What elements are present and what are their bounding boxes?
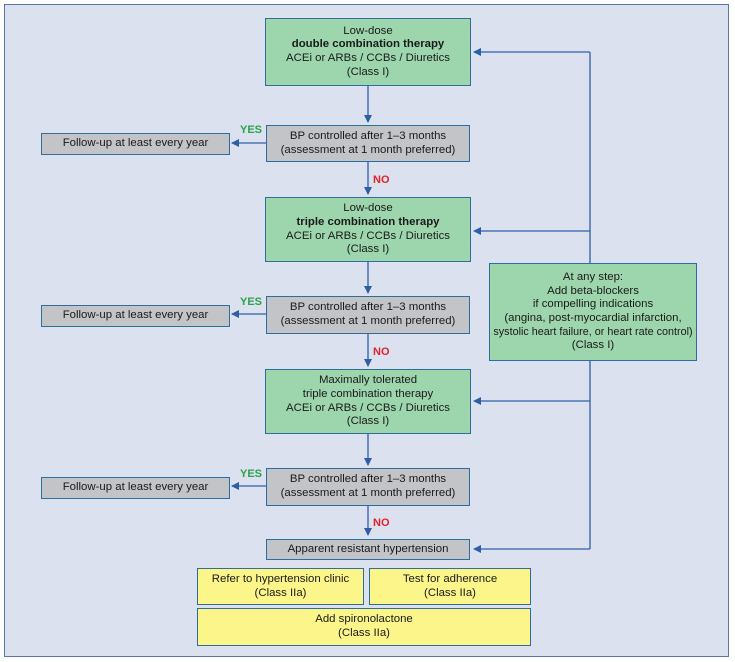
check3-line2: (assessment at 1 month preferred)	[280, 487, 456, 499]
step1-line3: ACEi or ARBs / CCBs / Diuretics	[286, 52, 450, 64]
check1-line2: (assessment at 1 month preferred)	[280, 143, 456, 156]
bp-check-1: BP controlled after 1–3 months (assessme…	[266, 125, 470, 162]
yes-label-1: YES	[240, 124, 263, 136]
adherence-line1: Test for adherence	[402, 572, 498, 585]
spironolactone-line2: (Class IIa)	[338, 627, 390, 639]
resistant-hypertension-box: Apparent resistant hypertension	[266, 539, 470, 560]
step1-line4: (Class I)	[346, 65, 390, 78]
spironolactone-line1: Add spironolactone	[315, 613, 413, 626]
step3-line3: ACEi or ARBs / CCBs / Diuretics	[286, 401, 450, 414]
followup1-text: Follow-up at least every year	[62, 137, 209, 150]
therapy-step-1: Low-dose double combination therapy ACEi…	[265, 18, 471, 86]
check3-line1: BP controlled after 1–3 months	[289, 473, 447, 486]
refer-line1: Refer to hypertension clinic	[211, 572, 350, 585]
followup2-text: Follow-up at least every year	[62, 309, 209, 322]
refer-line2: (Class IIa)	[254, 586, 307, 599]
check1-line1: BP controlled after 1–3 months	[289, 129, 447, 142]
beta-line4: (angina, post-myocardial infarction,	[504, 312, 682, 324]
beta-line3: if compelling indications	[532, 298, 654, 311]
step3-line2: triple combination therapy	[302, 387, 434, 400]
therapy-step-2: Low-dose triple combination therapy ACEi…	[265, 197, 471, 262]
step3-line1: Maximally tolerated	[318, 374, 418, 387]
beta-blocker-box: At any step: Add beta-blockers if compel…	[489, 263, 697, 361]
bp-check-2: BP controlled after 1–3 months (assessme…	[266, 296, 470, 334]
step2-line2: triple combination therapy	[296, 215, 440, 228]
adherence-line2: (Class IIa)	[424, 586, 476, 599]
bp-check-3: BP controlled after 1–3 months (assessme…	[266, 468, 470, 506]
adherence-box: Test for adherence (Class IIa)	[369, 568, 531, 605]
step1-line2: double combination therapy	[291, 38, 445, 51]
step1-line1: Low-dose	[343, 24, 393, 37]
followup3-text: Follow-up at least every year	[62, 481, 209, 494]
beta-line5: systolic heart failure, or heart rate co…	[493, 325, 693, 338]
step2-line4: (Class I)	[346, 243, 390, 256]
followup-1: Follow-up at least every year	[41, 133, 230, 155]
beta-line1: At any step:	[562, 271, 624, 284]
yes-label-2: YES	[240, 296, 263, 308]
refer-clinic-box: Refer to hypertension clinic (Class IIa)	[197, 568, 364, 605]
therapy-step-3: Maximally tolerated triple combination t…	[265, 369, 471, 434]
step3-line4: (Class I)	[346, 415, 390, 428]
step2-line1: Low-dose	[343, 202, 393, 215]
check2-line2: (assessment at 1 month preferred)	[280, 315, 456, 327]
yes-label-3: YES	[240, 468, 263, 480]
check2-line1: BP controlled after 1–3 months	[289, 301, 447, 314]
no-label-2: NO	[373, 346, 390, 358]
followup-3: Follow-up at least every year	[41, 477, 230, 499]
no-label-3: NO	[373, 517, 390, 529]
beta-line2: Add beta-blockers	[547, 284, 639, 297]
followup-2: Follow-up at least every year	[41, 305, 230, 327]
resistant-text: Apparent resistant hypertension	[287, 542, 449, 555]
beta-line6: (Class I)	[571, 339, 615, 352]
spironolactone-box: Add spironolactone (Class IIa)	[197, 608, 531, 646]
no-label-1: NO	[373, 174, 390, 186]
step2-line3: ACEi or ARBs / CCBs / Diuretics	[286, 229, 450, 242]
